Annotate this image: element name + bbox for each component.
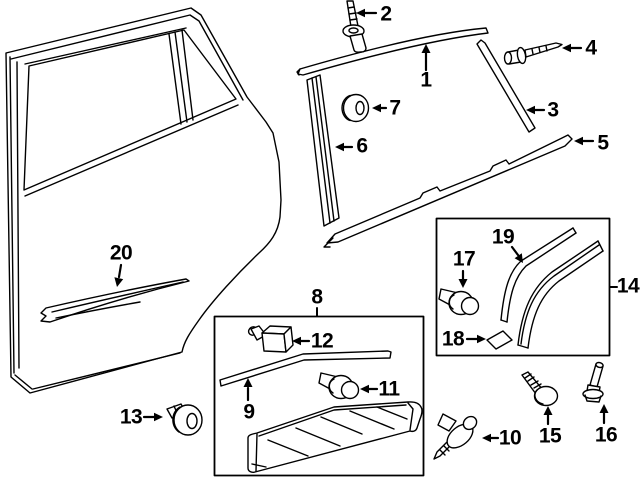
part-18-pad: [486, 330, 513, 350]
callout-12[interactable]: 12: [310, 329, 334, 353]
part-19-arch-molding: [500, 227, 604, 349]
callout-18[interactable]: 18: [441, 327, 465, 351]
callout-7[interactable]: 7: [389, 96, 401, 120]
part-12-clip: [247, 325, 294, 353]
door-panel-outline: [5, 7, 282, 394]
callout-4[interactable]: 4: [585, 36, 597, 60]
part-11-clip: [318, 372, 360, 400]
callout-6[interactable]: 6: [356, 134, 368, 158]
callout-19[interactable]: 19: [491, 225, 515, 249]
callout-1[interactable]: 1: [420, 68, 432, 92]
callout-11[interactable]: 11: [378, 377, 400, 401]
part-2-pin-fastener: [342, 0, 367, 53]
callout-16[interactable]: 16: [594, 423, 618, 447]
part-16-bolt: [582, 361, 604, 403]
callout-20[interactable]: 20: [109, 241, 133, 265]
part-10-push-pin: [433, 413, 478, 460]
callout-3[interactable]: 3: [547, 98, 559, 122]
part-5-belt-molding: [323, 134, 573, 248]
callout-13[interactable]: 13: [119, 405, 143, 429]
callout-14[interactable]: 14: [616, 274, 640, 298]
callout-10[interactable]: 10: [498, 426, 522, 450]
callout-17[interactable]: 17: [452, 247, 476, 271]
callout-5[interactable]: 5: [597, 131, 609, 155]
callout-arrows: [114, 8, 609, 443]
assembly-box-8: [213, 307, 425, 477]
part-15-screw: [521, 371, 559, 407]
part-7-grommet: [341, 93, 370, 123]
part-3-sash-strip: [476, 39, 536, 133]
part-13-grommet: [166, 403, 203, 436]
callout-9[interactable]: 9: [243, 400, 255, 424]
callout-2[interactable]: 2: [380, 2, 392, 26]
callout-15[interactable]: 15: [538, 424, 562, 448]
callout-8[interactable]: 8: [311, 285, 323, 309]
part-9-protector-strip: [219, 350, 392, 387]
part-6-sash-strip: [306, 74, 340, 227]
part-8-cladding-panel: [247, 401, 423, 473]
part-1-frame-molding: [296, 27, 489, 76]
part-17-clip: [438, 288, 480, 316]
part-4-rivet: [503, 42, 563, 65]
part-20-body-side-molding: [40, 278, 190, 323]
